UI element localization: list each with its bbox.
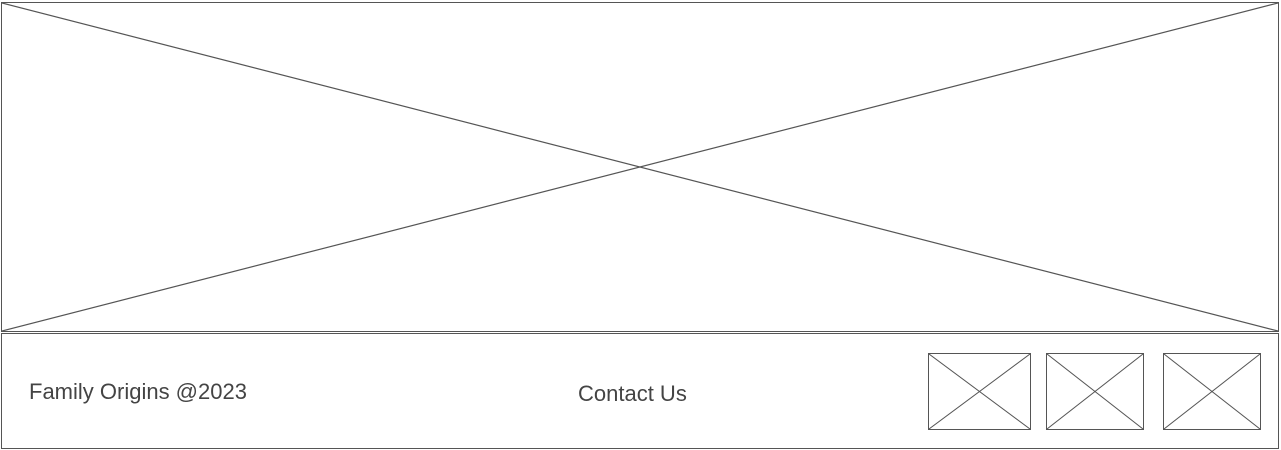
hero-image-placeholder [1, 2, 1279, 332]
image-placeholder-icon [1047, 354, 1143, 429]
copyright-text: Family Origins @2023 [29, 379, 247, 404]
footer: Family Origins @2023 Contact Us [1, 333, 1279, 449]
image-placeholder-icon [1164, 354, 1260, 429]
image-placeholder-icon [2, 3, 1278, 331]
image-placeholder-icon [929, 354, 1030, 429]
social-icon-1[interactable] [928, 353, 1031, 430]
social-icon-2[interactable] [1046, 353, 1144, 430]
contact-us-link[interactable]: Contact Us [578, 381, 687, 406]
social-icon-3[interactable] [1163, 353, 1261, 430]
